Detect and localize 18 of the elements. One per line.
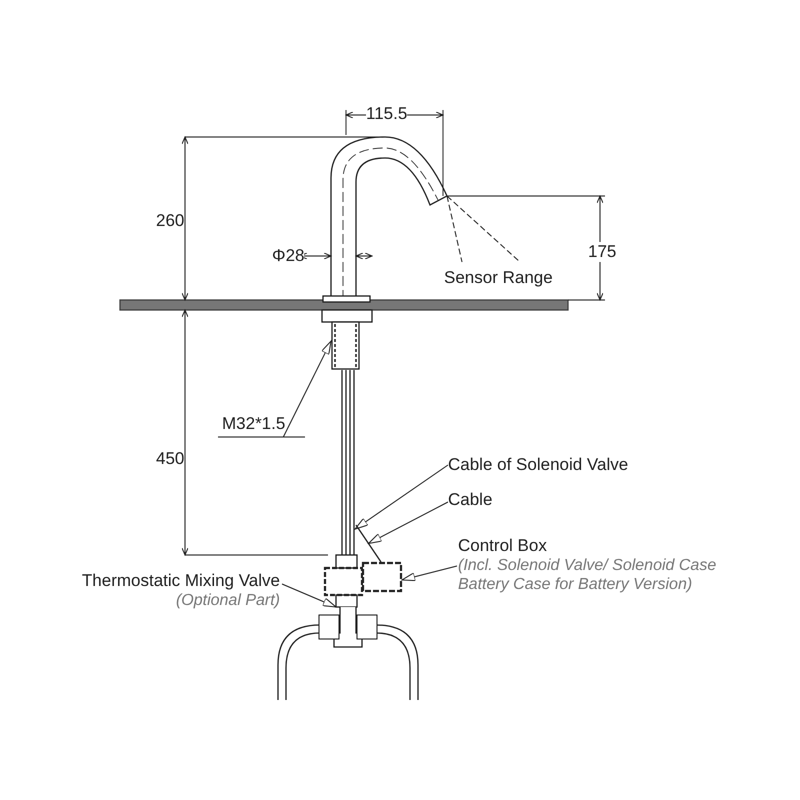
threaded-shank: [331, 322, 360, 370]
callout-label: Thermostatic Mixing Valve: [82, 571, 280, 591]
leader-line: [368, 502, 448, 544]
sensor-range-label: Sensor Range: [444, 268, 553, 288]
leader-line: [282, 340, 332, 438]
leader-line: [282, 584, 336, 608]
callout-label: Cable of Solenoid Valve: [448, 455, 628, 475]
control-box: [362, 562, 402, 592]
cable-bundle: [341, 370, 355, 555]
cable: [356, 525, 381, 562]
dimension-label: 175: [588, 242, 616, 262]
callout-label: Control Box: [458, 536, 548, 556]
callout-label: M32*1.5: [222, 414, 286, 434]
leader-line: [354, 464, 448, 530]
callout-label: Cable: [448, 490, 492, 510]
note-text: (Incl. Solenoid Valve/ Solenoid Case Battery Case for Battery Version): [458, 556, 718, 594]
leader-line: [402, 566, 458, 582]
note-text: (Optional Part): [174, 591, 280, 610]
